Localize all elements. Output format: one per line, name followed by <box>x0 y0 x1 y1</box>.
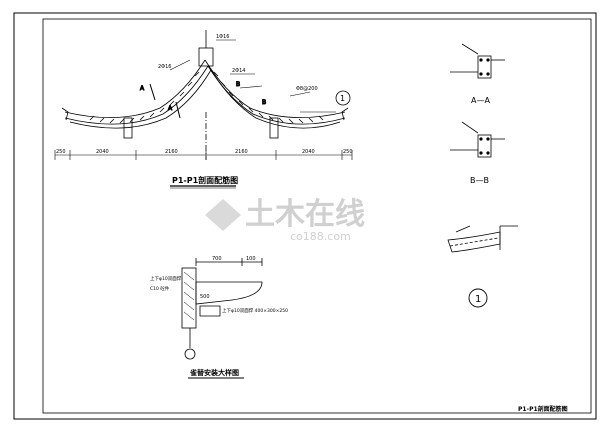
detail-1-number: 1 <box>475 294 481 305</box>
section-a-a <box>450 43 505 79</box>
outer-frame <box>13 12 597 420</box>
dim-3: 2160 <box>235 149 248 155</box>
main-dimension-line <box>54 150 353 160</box>
bracket-label-1: 上下φ10双面焊 <box>150 275 182 282</box>
watermark-text-en: co188.com <box>290 230 351 243</box>
inner-frame <box>42 18 592 414</box>
dim-4: 2040 <box>302 149 315 155</box>
bracket-dim-100: 100 <box>246 256 256 262</box>
section-cut-markers: A A B B <box>140 81 267 119</box>
sheet-title: P1-P1剖面配筋图 <box>518 405 568 413</box>
watermark-logo-icon <box>205 199 241 231</box>
rebar-note-1: 2Φ16 <box>158 64 171 70</box>
detail-callout-bubble <box>335 90 351 106</box>
watermark-text-cn: 土木在线 <box>245 197 365 232</box>
rebar-note-3: 2Φ14 <box>232 68 245 74</box>
detail-title: 雀替安装大样图 <box>189 368 239 377</box>
rebar-note-2: 1Φ16 <box>216 34 229 40</box>
svg-text:B: B <box>262 99 266 106</box>
bracket-detail <box>181 258 263 348</box>
detail-callout-number: 1 <box>340 94 345 103</box>
main-title: P1-P1剖面配筋图 <box>172 175 238 185</box>
rebar-note-4: Φ8@200 <box>296 86 318 92</box>
dim-0: 250 <box>56 149 66 155</box>
section-a-a-label: A—A <box>471 96 490 105</box>
dim-5: 250 <box>343 149 353 155</box>
section-b-b-label: B—B <box>470 176 489 185</box>
dim-1: 2040 <box>96 149 109 155</box>
dim-2: 2160 <box>165 149 178 155</box>
watermark: 土木在线 co188.com <box>205 197 365 243</box>
svg-text:A: A <box>168 105 173 112</box>
roof-section <box>61 30 349 160</box>
svg-text:A: A <box>140 85 145 92</box>
section-b-b <box>450 121 505 158</box>
eave-detail <box>447 225 518 253</box>
bracket-label-2: C10 砼件 <box>150 285 170 292</box>
svg-text:B: B <box>236 81 240 88</box>
bracket-dim-700: 700 <box>212 256 222 262</box>
detail-1-marker <box>468 288 488 308</box>
bracket-label-4: 上下φ10双面焊 400×300×250 <box>222 307 288 314</box>
bracket-marker <box>184 348 196 360</box>
rebar-leaders <box>169 39 336 113</box>
bracket-label-3: 500 <box>200 294 210 300</box>
